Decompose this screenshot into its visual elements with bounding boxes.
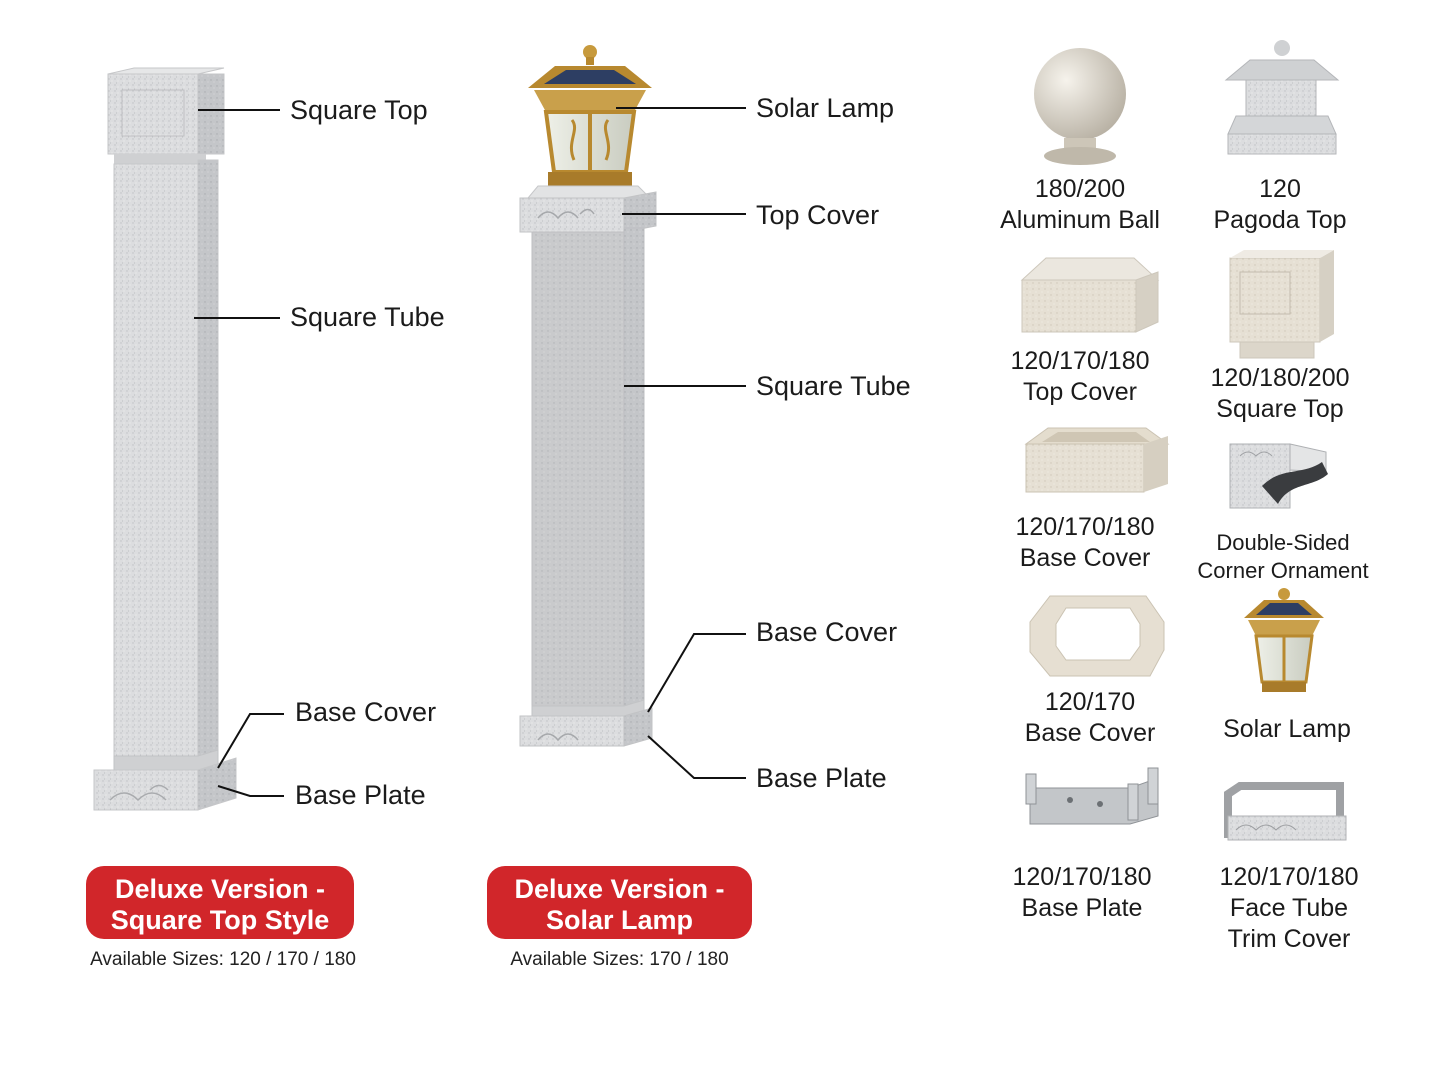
part-label-aluminum-ball: 180/200 Aluminum Ball — [1000, 175, 1160, 234]
middle-post-illustration — [519, 45, 657, 747]
leader-lines — [194, 107, 746, 797]
part-label-square-top: 120/180/200 Square Top — [1210, 364, 1350, 423]
callout-base-plate: Base Plate — [295, 780, 426, 810]
callout-solar-lamp: Solar Lamp — [756, 93, 895, 123]
top-cover-icon — [1020, 257, 1160, 333]
left-post-square-top — [107, 73, 199, 155]
base-plate-icon — [1025, 767, 1159, 825]
pagoda-top-icon — [1224, 40, 1340, 155]
middle-post-base-plate — [519, 715, 625, 747]
callout-top-cover: Top Cover — [756, 200, 880, 230]
base-cover-icon — [1024, 427, 1170, 493]
available-sizes-middle: Available Sizes: 170 / 180 — [510, 949, 729, 970]
aluminum-ball-icon — [1034, 48, 1126, 165]
badge-line-2: Solar Lamp — [545, 905, 694, 935]
callout-base-plate-2: Base Plate — [756, 763, 887, 793]
middle-post-top-cover — [519, 197, 625, 233]
middle-post-solar-lamp — [528, 45, 652, 186]
callout-square-tube-2: Square Tube — [756, 371, 911, 401]
callout-base-cover-2: Base Cover — [756, 617, 898, 647]
part-label-base-cover: 120/170/180 Base Cover — [1015, 513, 1155, 572]
part-label-trim-cover: 120/170/180 Face Tube Trim Cover — [1219, 863, 1359, 953]
part-label-solar-lamp: Solar Lamp — [1223, 715, 1351, 743]
square-top-icon — [1229, 250, 1334, 359]
corner-ornament-icon — [1229, 443, 1328, 509]
solar-lamp-icon — [1244, 588, 1324, 692]
callout-base-cover: Base Cover — [295, 697, 437, 727]
part-label-top-cover: 120/170/180 Top Cover — [1010, 347, 1150, 406]
badge-line-1: Deluxe Version - — [514, 874, 725, 904]
part-label-pagoda-top: 120 Pagoda Top — [1213, 175, 1347, 234]
badge-square-top-style: Deluxe Version - Square Top Style — [86, 866, 354, 939]
badge-solar-lamp: Deluxe Version - Solar Lamp — [487, 866, 752, 939]
badge-line-1: Deluxe Version - — [114, 874, 326, 904]
part-label-base-plate: 120/170/180 Base Plate — [1012, 863, 1152, 922]
left-post-square-tube — [113, 163, 199, 757]
callout-square-top: Square Top — [290, 95, 428, 125]
left-post-base-plate — [93, 769, 199, 811]
trim-cover-icon — [1224, 782, 1347, 841]
callout-square-tube: Square Tube — [290, 302, 445, 332]
part-label-ring-base-cover: 120/170 Base Cover — [1024, 688, 1156, 747]
badge-line-2: Square Top Style — [110, 905, 330, 935]
ring-base-cover-icon — [1029, 595, 1165, 677]
available-sizes-left: Available Sizes: 120 / 170 / 180 — [90, 949, 356, 970]
left-post-illustration — [93, 67, 237, 811]
middle-post-square-tube — [531, 231, 625, 707]
part-label-corner-ornament: Double-Sided Corner Ornament — [1197, 530, 1369, 583]
